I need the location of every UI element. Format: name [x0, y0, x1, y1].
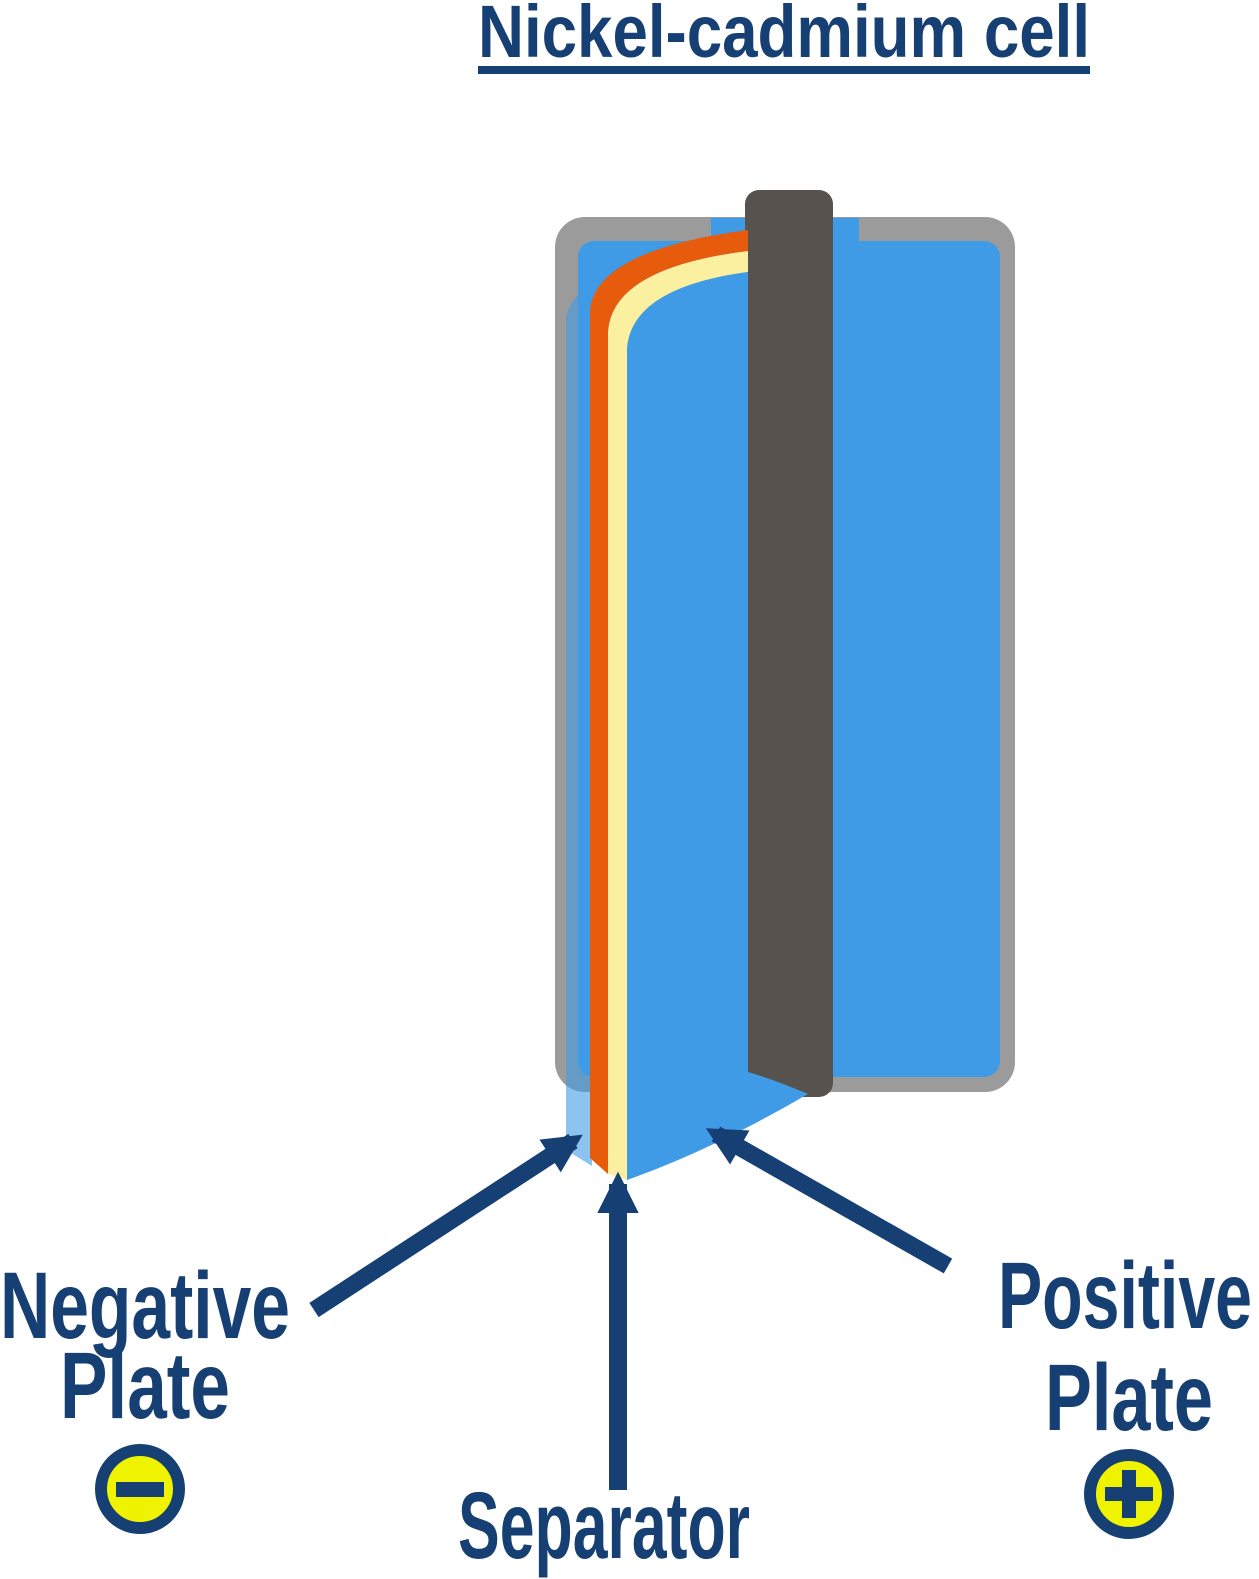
negative-plate-arrow — [309, 1133, 583, 1318]
negative-plate-label-line1: Negative — [0, 1253, 290, 1359]
title-underline — [478, 66, 1090, 74]
negative-plate-sheet — [566, 243, 745, 1166]
negative-badge — [95, 1444, 185, 1534]
positive-plate-sheet — [627, 272, 808, 1180]
electrode-rod — [745, 190, 833, 1097]
negative-plate-label-line2: Plate — [60, 1333, 230, 1439]
separator-label: Separator — [458, 1473, 750, 1579]
separator-sheet — [608, 251, 748, 1180]
positive-plate-label-line2: Plate — [1045, 1345, 1213, 1451]
plus-icon — [1105, 1470, 1153, 1518]
minus-icon — [116, 1482, 164, 1497]
orange-electrode-sheet — [590, 230, 748, 1174]
page-title: Nickel-cadmium cell — [478, 0, 1090, 73]
positive-badge — [1084, 1449, 1174, 1539]
positive-plate-label-line1: Positive — [998, 1243, 1252, 1349]
positive-plate-arrow — [705, 1126, 953, 1274]
